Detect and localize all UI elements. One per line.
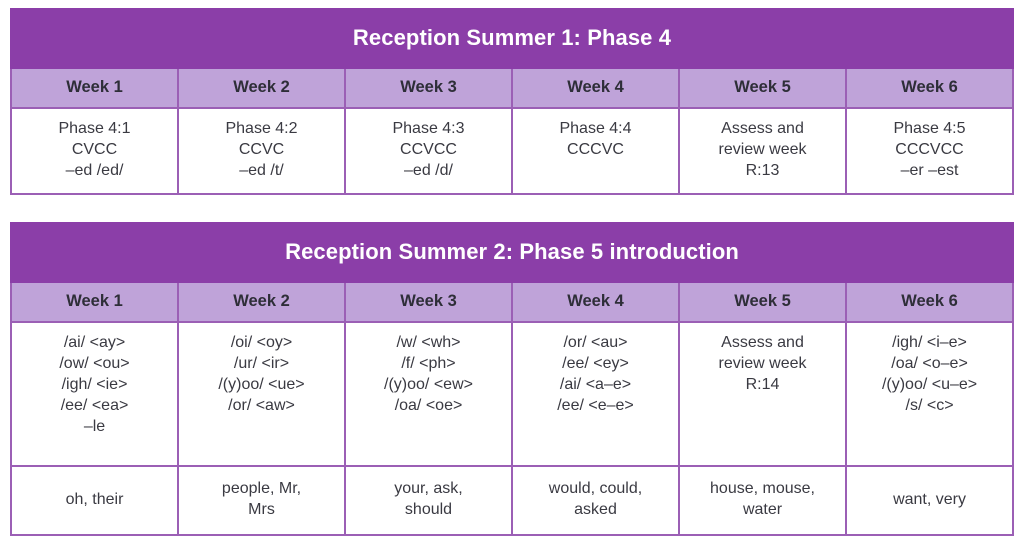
cell-words-week-1: oh, their (10, 465, 179, 536)
week-header-5: Week 5 (678, 281, 847, 324)
cell-week-6: Phase 4:5 CCCVCC –er –est (845, 106, 1014, 196)
cell-week-2: /oi/ <oy> /ur/ <ir> /(y)oo/ <ue> /or/ <a… (177, 321, 346, 468)
table-title-row: Reception Summer 2: Phase 5 introduction (9, 222, 1015, 284)
cell-words-week-6: want, very (844, 465, 1015, 536)
week-header-1: Week 1 (10, 281, 179, 324)
cell-words-week-5: house, mouse, water (678, 465, 847, 536)
table-reception-summer-2: Reception Summer 2: Phase 5 introduction… (9, 222, 1015, 536)
cell-week-6: /igh/ <i–e> /oa/ <o–e> /(y)oo/ <u–e> /s/… (844, 321, 1015, 468)
week-header-4: Week 4 (511, 67, 680, 109)
cell-week-5: Assess and review week R:14 (678, 321, 847, 468)
cell-week-2: Phase 4:2 CCVC –ed /t/ (177, 106, 346, 196)
week-header-3: Week 3 (344, 281, 513, 324)
week-header-4: Week 4 (511, 281, 680, 324)
week-header-2: Week 2 (177, 67, 346, 109)
cell-words-week-3: your, ask, should (344, 465, 513, 536)
week-header-3: Week 3 (344, 67, 513, 109)
cell-week-5: Assess and review week R:13 (678, 106, 847, 196)
cell-week-4: Phase 4:4 CCCVC (511, 106, 680, 196)
week-header-row: Week 1 Week 2 Week 3 Week 4 Week 5 Week … (10, 67, 1014, 109)
week-header-1: Week 1 (10, 67, 179, 109)
week-header-row: Week 1 Week 2 Week 3 Week 4 Week 5 Week … (10, 281, 1015, 324)
week-header-5: Week 5 (678, 67, 847, 109)
cell-words-week-4: would, could, asked (511, 465, 680, 536)
week-header-6: Week 6 (845, 67, 1014, 109)
table-title: Reception Summer 2: Phase 5 introduction (9, 222, 1015, 284)
table-row: oh, their people, Mr, Mrs your, ask, sho… (10, 465, 1015, 536)
table-title: Reception Summer 1: Phase 4 (10, 8, 1014, 69)
cell-week-3: Phase 4:3 CCVCC –ed /d/ (344, 106, 513, 196)
table-row: Phase 4:1 CVCC –ed /ed/ Phase 4:2 CCVC –… (10, 106, 1014, 196)
table-reception-summer-1: Reception Summer 1: Phase 4 Week 1 Week … (10, 8, 1014, 196)
week-header-6: Week 6 (844, 281, 1015, 324)
cell-week-3: /w/ <wh> /f/ <ph> /(y)oo/ <ew> /oa/ <oe> (344, 321, 513, 468)
table-row: /ai/ <ay> /ow/ <ou> /igh/ <ie> /ee/ <ea>… (10, 321, 1015, 468)
cell-week-4: /or/ <au> /ee/ <ey> /ai/ <a–e> /ee/ <e–e… (511, 321, 680, 468)
cell-words-week-2: people, Mr, Mrs (177, 465, 346, 536)
week-header-2: Week 2 (177, 281, 346, 324)
table-title-row: Reception Summer 1: Phase 4 (10, 8, 1014, 69)
cell-week-1: /ai/ <ay> /ow/ <ou> /igh/ <ie> /ee/ <ea>… (10, 321, 179, 468)
cell-week-1: Phase 4:1 CVCC –ed /ed/ (10, 106, 179, 196)
